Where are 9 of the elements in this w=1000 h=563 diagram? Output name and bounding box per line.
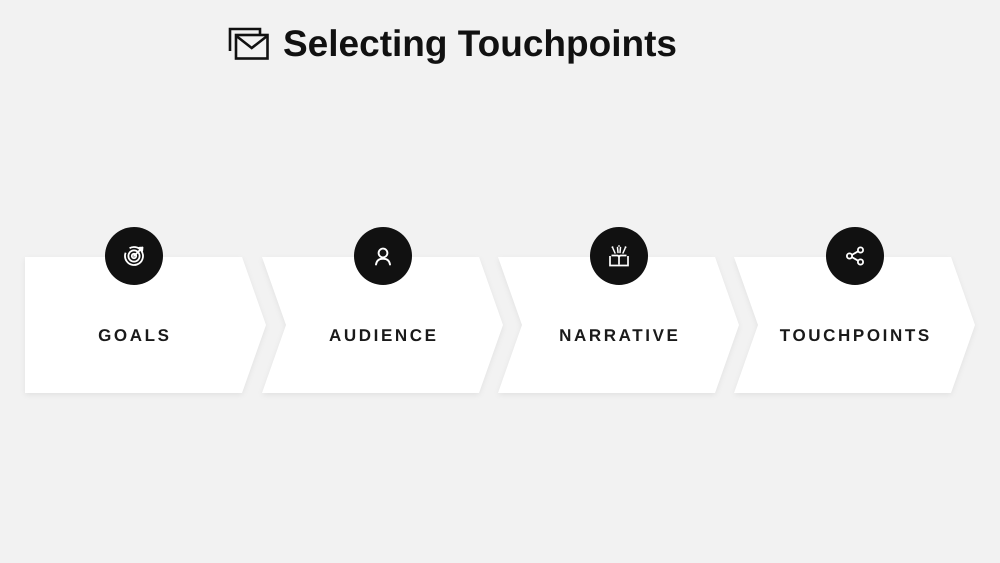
chevron-step: [262, 257, 503, 393]
step-label: TOUCHPOINTS: [780, 326, 932, 346]
step-label: NARRATIVE: [559, 326, 680, 346]
chevron-step: [734, 257, 975, 393]
chevron-step: [25, 257, 266, 393]
step-label: AUDIENCE: [329, 326, 439, 346]
chevron-step: [498, 257, 739, 393]
step-label: GOALS: [98, 326, 172, 346]
title: Selecting Touchpoints: [283, 22, 677, 66]
